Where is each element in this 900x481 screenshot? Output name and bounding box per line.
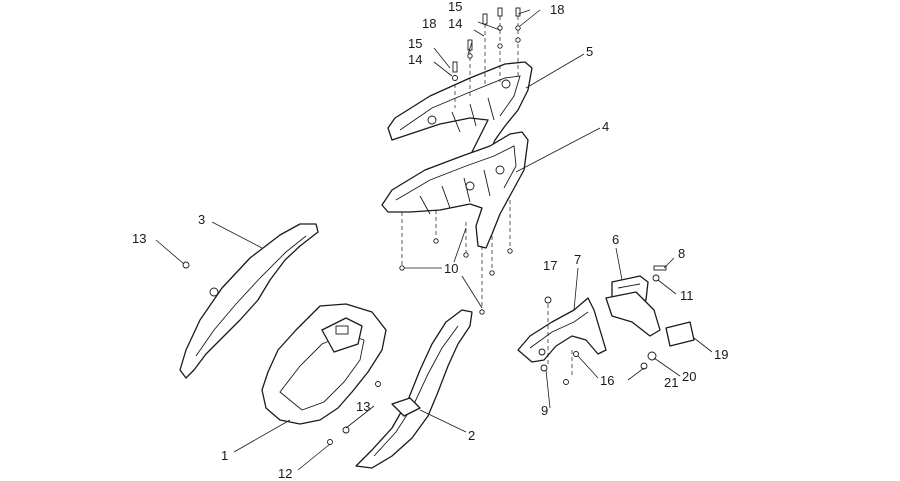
- callout-21: 21: [664, 375, 678, 390]
- callout-15-top: 15: [448, 0, 462, 14]
- part-7-license-bracket: [517, 297, 607, 363]
- callout-5: 5: [586, 44, 593, 59]
- callout-16: 16: [600, 373, 614, 388]
- callout-14-left: 14: [408, 52, 422, 67]
- callout-20: 20: [682, 369, 696, 384]
- callout-2: 2: [468, 428, 475, 443]
- part-4-lower-frame: [381, 131, 529, 249]
- callout-13-left: 13: [132, 231, 146, 246]
- part-6-tail-light: [605, 275, 661, 337]
- callout-labels: 1 2 3 4 5 6 7 8 9 10 11 12 13 13 14 14 1…: [132, 0, 728, 481]
- callout-18-left: 18: [422, 16, 436, 31]
- callout-3: 3: [198, 212, 205, 227]
- callout-14-top: 14: [448, 16, 462, 31]
- callout-10: 10: [444, 261, 458, 276]
- callout-13-center: 13: [356, 399, 370, 414]
- leader-lines: [155, 9, 713, 471]
- callout-18-right: 18: [550, 2, 564, 17]
- callout-15-left: 15: [408, 36, 422, 51]
- part-19-reflector: [665, 321, 695, 347]
- fasteners: [182, 7, 667, 445]
- callout-17: 17: [543, 258, 557, 273]
- callout-1: 1: [221, 448, 228, 463]
- part-3-left-side-panel: [179, 223, 319, 379]
- part-1-under-seat-tray: [261, 303, 387, 425]
- callout-12: 12: [278, 466, 292, 481]
- callout-8: 8: [678, 246, 685, 261]
- callout-9: 9: [541, 403, 548, 418]
- callout-6: 6: [612, 232, 619, 247]
- callout-7: 7: [574, 252, 581, 267]
- callout-19: 19: [714, 347, 728, 362]
- callout-4: 4: [602, 119, 609, 134]
- part-2-right-side-panel: [355, 309, 473, 469]
- callout-11: 11: [680, 288, 694, 303]
